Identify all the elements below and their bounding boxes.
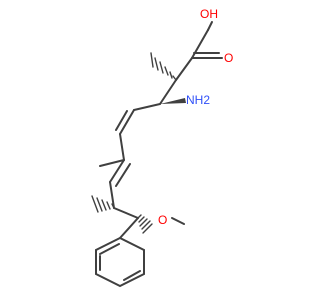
hashed-wedge-methyl-alpha (150, 52, 177, 81)
wedge-amine (160, 98, 186, 104)
bond-vinyl-to-c7 (119, 133, 125, 161)
bond-c1-oh (207, 21, 213, 31)
bond-c-alpha (175, 57, 193, 81)
bond-alkene-1 (119, 109, 135, 135)
atom-label-amine: NH2 (186, 93, 210, 107)
bond-alkene-2-double (115, 163, 131, 187)
hashed-wedge-methoxy (137, 214, 153, 234)
bond-o-methyl (171, 217, 185, 225)
bond-c9-c10 (109, 181, 115, 209)
atom-label-oh: OH (200, 7, 218, 21)
atom-label-carbonyl-o: O (224, 51, 233, 65)
ring-double-3 (123, 270, 141, 281)
bond-c11-ch2 (119, 217, 139, 239)
ring-double-1 (99, 243, 120, 255)
molecule-diagram: OH O NH2 O (91, 7, 233, 288)
atom-label-methoxy-o: O (158, 213, 167, 227)
bond-alkene-2 (109, 159, 125, 183)
bond-alkene-1-double (115, 110, 128, 131)
structure-canvas: OH O NH2 O (91, 7, 233, 288)
bond-beta-vinyl (133, 103, 161, 111)
bond-c10-c11 (113, 207, 139, 219)
hashed-wedge-methyl-c10 (91, 195, 115, 213)
bond-c7-methyl (99, 159, 125, 167)
bond-alpha-beta (159, 79, 177, 105)
benzene-ring (95, 236, 145, 288)
